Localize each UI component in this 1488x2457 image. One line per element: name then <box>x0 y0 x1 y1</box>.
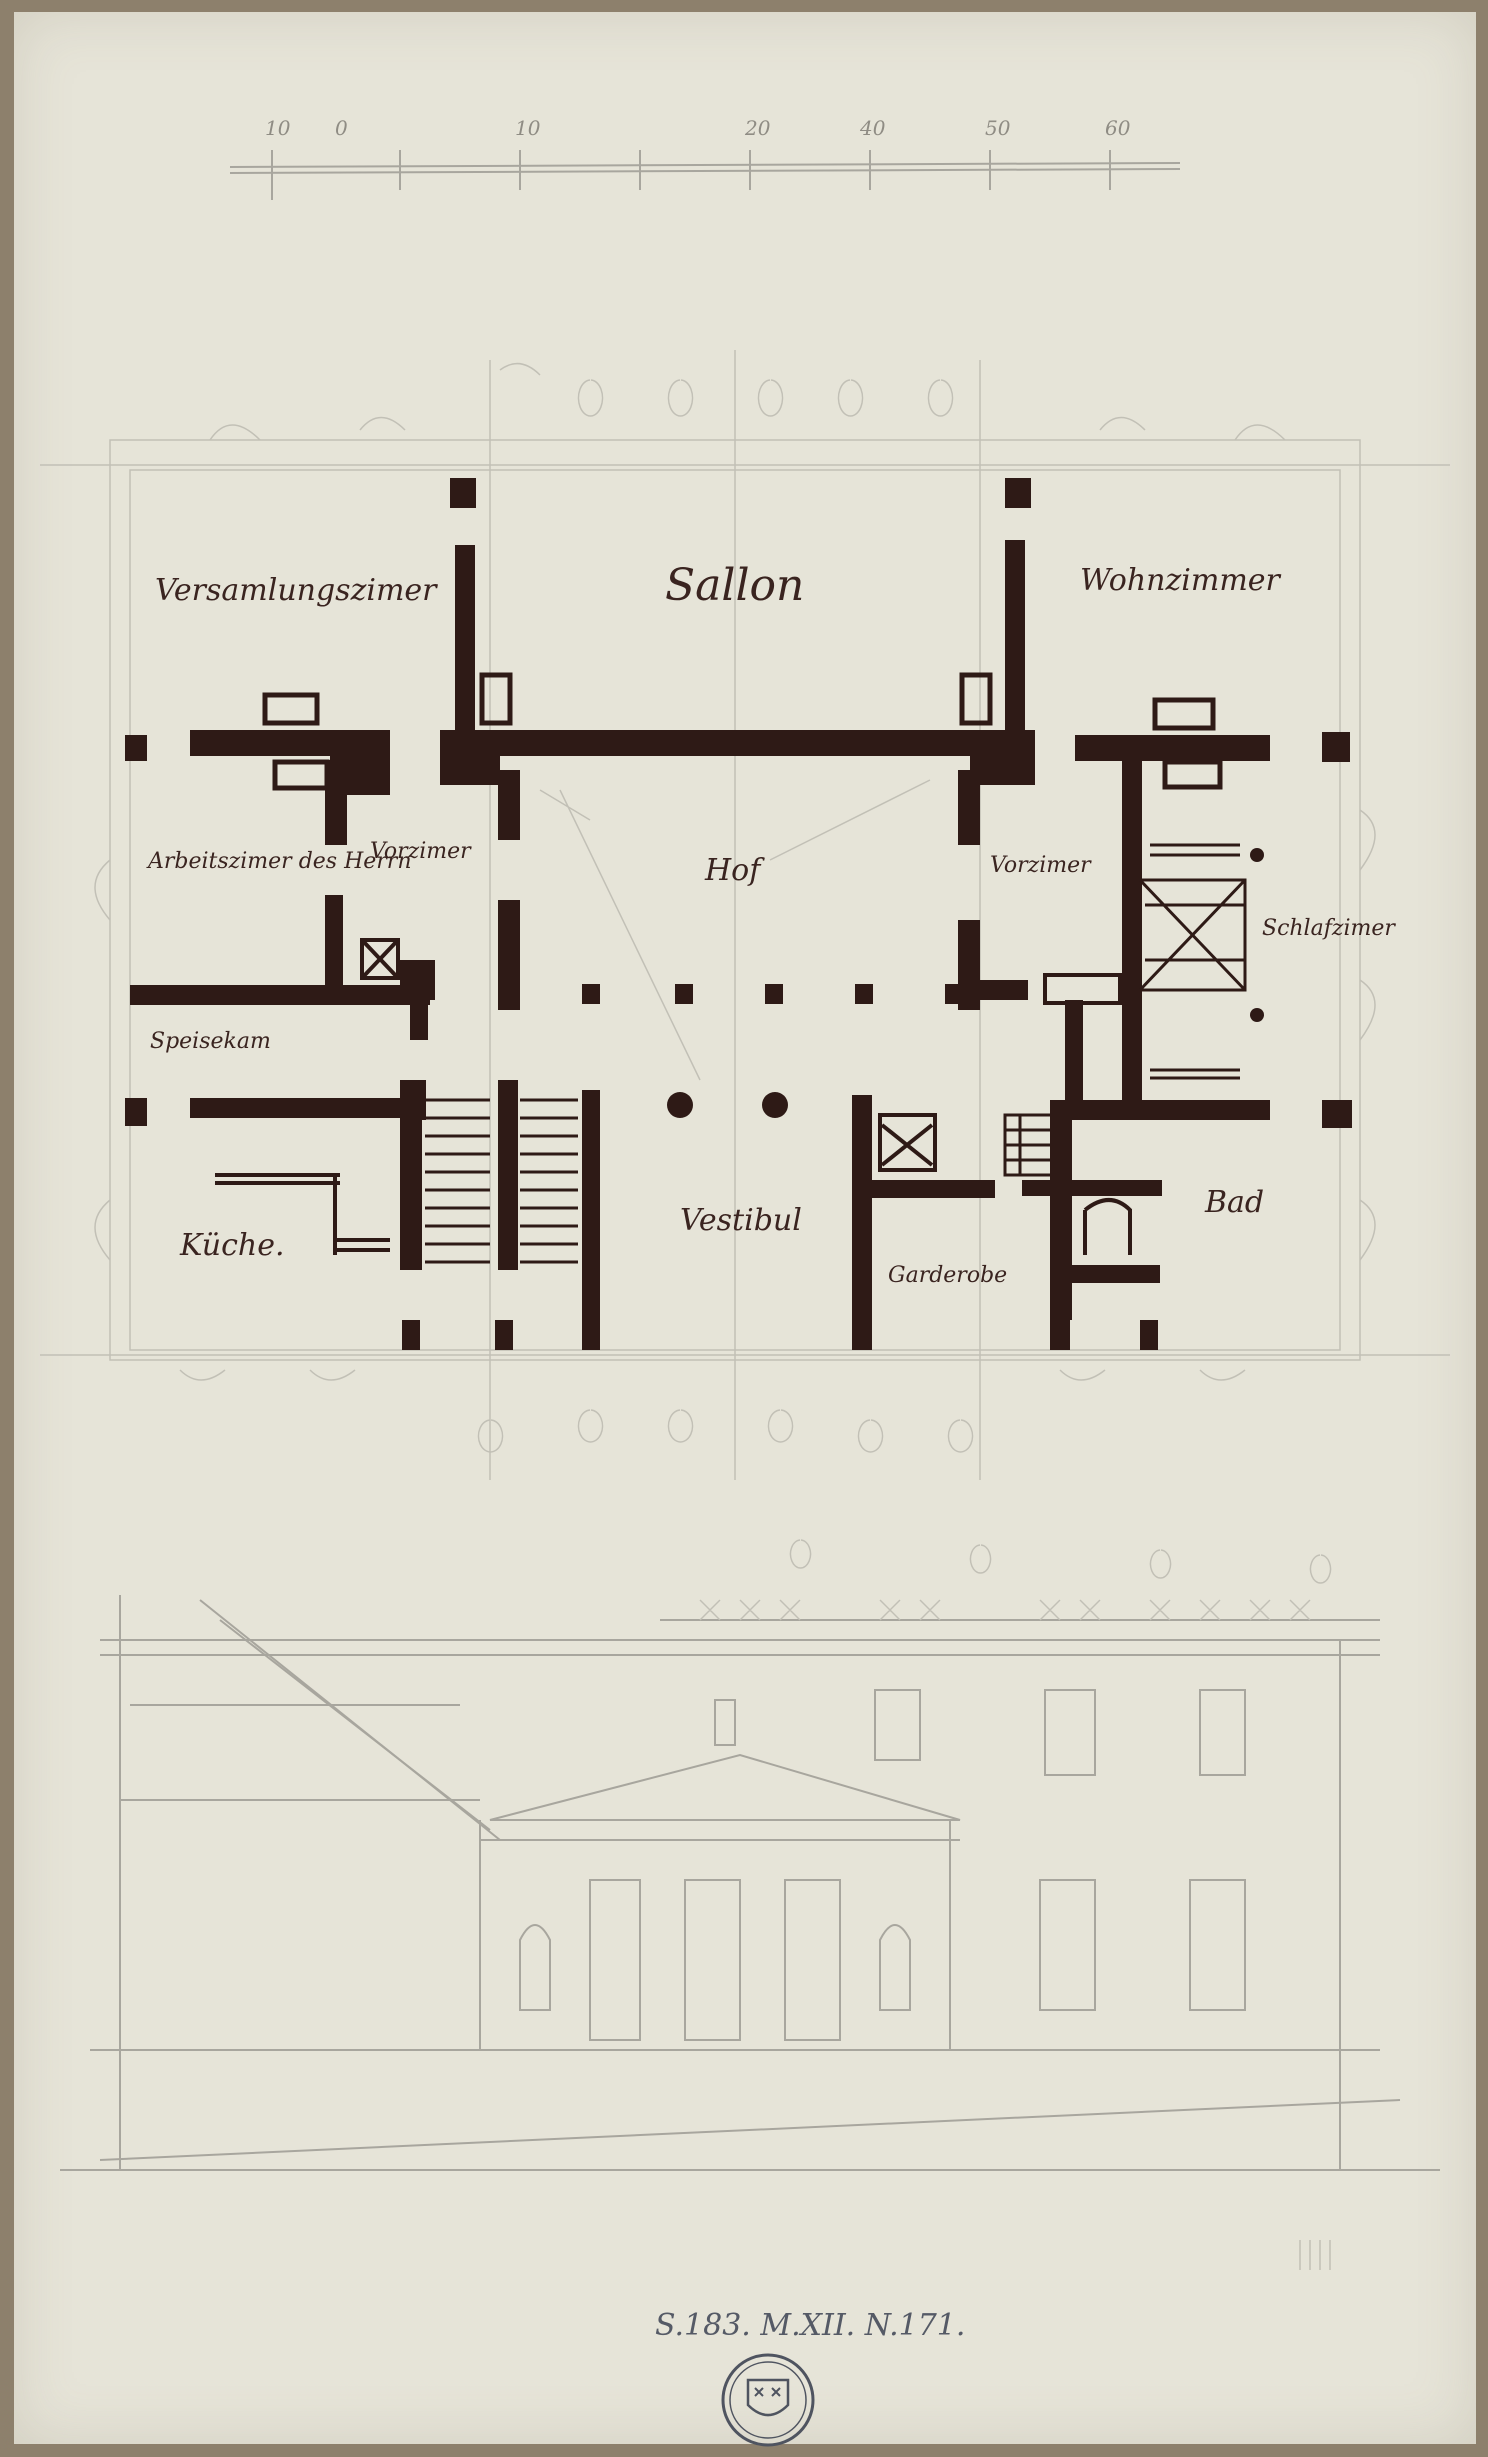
scale-tick-label: 20 <box>744 116 771 140</box>
floor-plan <box>125 478 1352 1350</box>
drawing-sheet <box>14 12 1476 2444</box>
scale-tick-label: 10 <box>515 116 541 140</box>
scale-tick-label: 0 <box>335 116 348 140</box>
pencil-elevation <box>60 1539 1440 2270</box>
room-label-vorzimmer-right: Vorzimer <box>990 853 1092 878</box>
scale-bar: 10 0 10 20 40 50 60 <box>229 116 1181 200</box>
scale-tick-label: 10 <box>265 116 291 140</box>
room-label-schlafzimmer: Schlafzimer <box>1262 916 1396 941</box>
room-label-wohnzimmer: Wohnzimmer <box>1080 563 1282 598</box>
room-labels: Versamlungszimer Sallon Wohnzimmer Arbei… <box>146 560 1396 1288</box>
room-label-salon: Sallon <box>665 560 804 611</box>
room-label-garderobe: Garderobe <box>888 1263 1007 1288</box>
room-label-vorzimmer-left: Vorzimer <box>370 839 472 864</box>
catalog-inscription: S.183. M.XII. N.171. <box>655 2308 965 2343</box>
pencil-underdrawing <box>40 350 1450 1480</box>
scale-tick-label: 50 <box>985 116 1011 140</box>
room-label-kueche: Küche. <box>179 1228 285 1263</box>
room-label-versammlungszimmer: Versamlungszimer <box>155 573 438 608</box>
room-label-arbeitszimmer: Arbeitszimer des Herrn <box>146 849 411 874</box>
scale-tick-label: 40 <box>859 116 886 140</box>
room-label-hof: Hof <box>704 853 765 888</box>
archival-inscription: S.183. M.XII. N.171. <box>655 2308 965 2343</box>
room-label-vestibuel: Vestibul <box>680 1203 802 1238</box>
room-label-bad: Bad <box>1204 1185 1264 1220</box>
scale-tick-label: 60 <box>1105 116 1131 140</box>
room-label-speisekammer: Speisekam <box>150 1029 271 1054</box>
collection-stamp <box>721 2353 815 2447</box>
